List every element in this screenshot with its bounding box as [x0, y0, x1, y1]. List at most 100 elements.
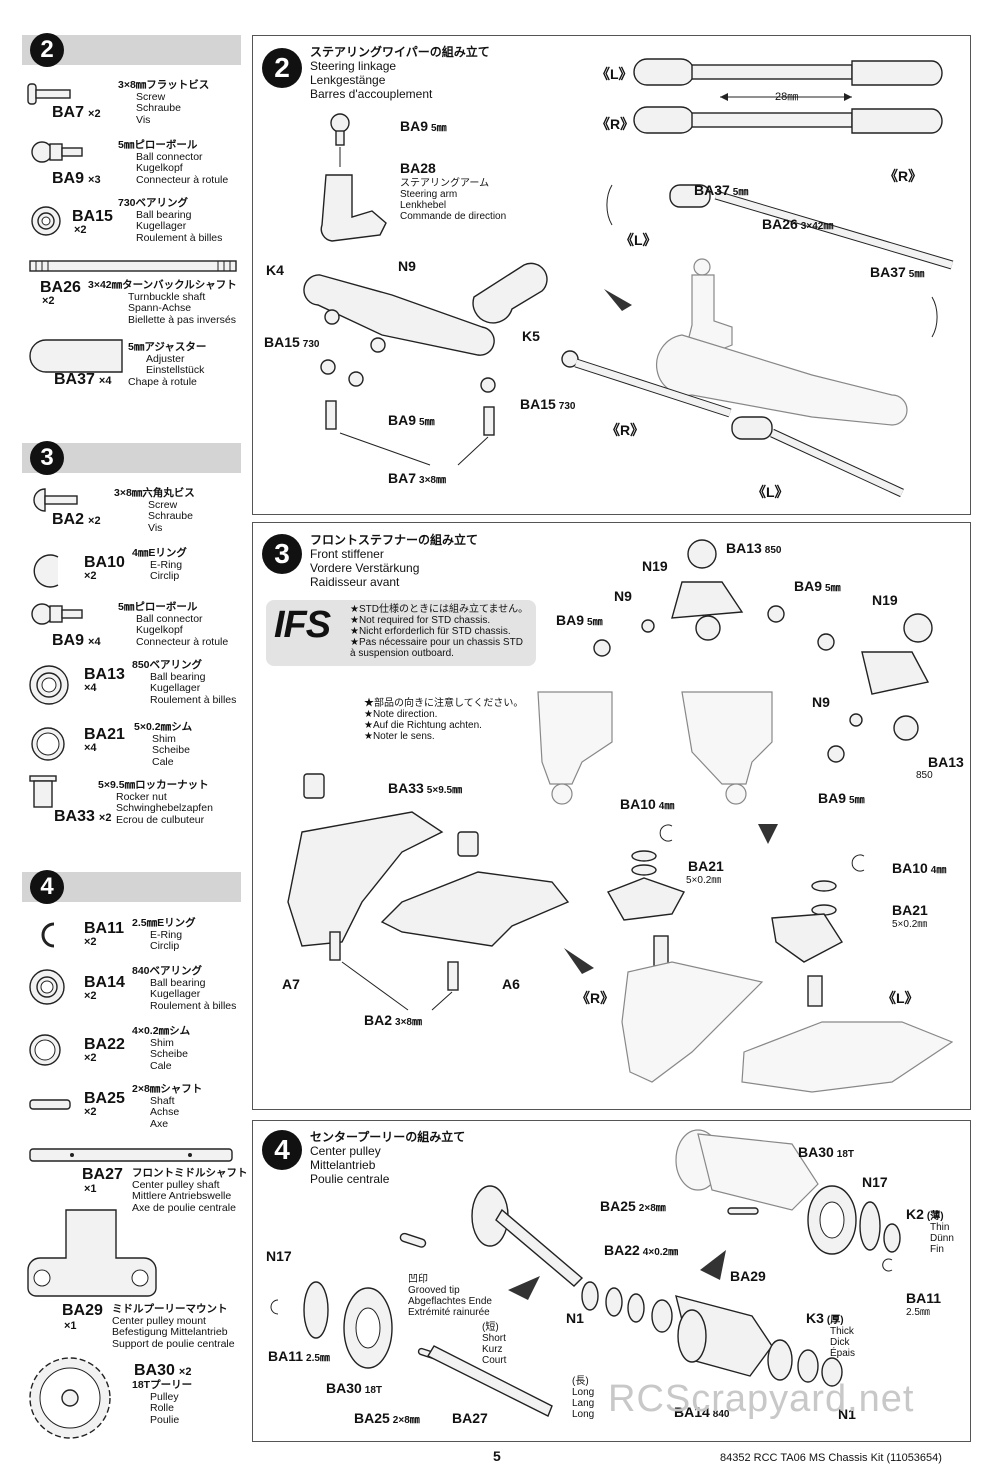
- part-code-ba11: BA11: [84, 920, 125, 937]
- label-n19-b: N19: [872, 592, 898, 608]
- step-number-3: 3: [30, 441, 64, 475]
- label-ba29: BA29: [730, 1268, 766, 1284]
- hex-screw-icon: [33, 488, 78, 512]
- shaft-icon: [29, 1099, 71, 1110]
- center-pulley-shaft-icon: [29, 1148, 233, 1162]
- knuckle-direction-l: [537, 691, 613, 805]
- pulley-mount-icon: [27, 1209, 157, 1297]
- part-qty-ba11: ×2: [84, 936, 97, 948]
- label-ba11-a: BA11: [906, 1290, 942, 1306]
- step-3-number: 3: [262, 534, 302, 574]
- ifs-note-box: [266, 600, 536, 666]
- pulley-18t-icon: [29, 1357, 111, 1439]
- label-k5: K5: [522, 328, 540, 344]
- label-k2: K2(薄): [906, 1206, 944, 1222]
- label-r-mid: 《R》: [884, 168, 923, 184]
- label-l-mid: 《L》: [620, 232, 657, 248]
- label-l: 《L》: [882, 990, 919, 1006]
- label-ba13-b: BA13: [928, 754, 964, 770]
- top-linkage-r: [633, 106, 943, 134]
- steering-assembly-right: [656, 258, 908, 426]
- rotate-arrow-r: [931, 296, 938, 338]
- part-code-ba27: BA27: [82, 1166, 123, 1183]
- arm-k5: [472, 262, 548, 324]
- pulley-left: [270, 1281, 393, 1369]
- linkage-r-upper: [669, 184, 954, 270]
- label-ba11-a-size: 2.5㎜: [906, 1307, 930, 1318]
- linkage-l-lower: [731, 416, 904, 498]
- ball-bearing-icon: [29, 665, 69, 705]
- part-code-ba15: BA15: [72, 208, 113, 225]
- kit-name: 84352 RCC TA06 MS Chassis Kit (11053654): [720, 1452, 942, 1464]
- eringshim-center: [606, 824, 686, 967]
- step-4-number: 4: [262, 1130, 302, 1170]
- stiffener-a7: [287, 811, 444, 947]
- label-ba28: BA28: [400, 160, 436, 176]
- pulley-mount-ba29: [675, 1295, 773, 1377]
- label-ba27: BA27: [452, 1410, 488, 1426]
- stiffener-l-base: [741, 1021, 954, 1093]
- arm-k4: [303, 274, 495, 356]
- n17-right: [859, 1201, 881, 1251]
- stiffener-r-base: [621, 961, 764, 1083]
- ball-connector-icon: [31, 603, 83, 625]
- step-number-2: 2: [30, 33, 64, 67]
- knuckle-top: [671, 539, 744, 641]
- label-l-low: 《L》: [752, 484, 789, 500]
- part-qty-ba15: ×2: [74, 224, 87, 236]
- ifs-note-text: ★STD仕様のときには組み立てません。★Not required for STD…: [350, 604, 529, 659]
- part-code-ba30: BA30×2: [134, 1362, 192, 1379]
- step-2-number: 2: [262, 48, 302, 88]
- shim-icon: [29, 1034, 61, 1066]
- part-qty-ba27: ×1: [84, 1183, 97, 1195]
- screws-ba2: [329, 931, 459, 991]
- pulley-right: [807, 1185, 857, 1255]
- adjuster-icon: [29, 339, 123, 373]
- pulley-shaft-upper: [471, 1185, 584, 1287]
- step-number-4: 4: [30, 870, 64, 904]
- part-code-ba22: BA22: [84, 1036, 125, 1053]
- label-r-low: 《R》: [606, 422, 645, 438]
- ball-bearing-icon: [29, 969, 65, 1005]
- linkage-r-lower: [561, 350, 732, 418]
- label-n9: N9: [398, 258, 416, 274]
- screws-ba7: [325, 400, 495, 436]
- label-n19-a: N19: [642, 558, 668, 574]
- page-number: 5: [493, 1448, 501, 1464]
- part-qty-ba13: ×4: [84, 682, 97, 694]
- e-ring-icon: [41, 922, 55, 948]
- part-qty-ba22: ×2: [84, 1052, 97, 1064]
- label-r-top: 《R》: [596, 116, 635, 132]
- step-2-diagram: [303, 58, 954, 498]
- ball-connector-icon: [31, 141, 83, 163]
- part-code-ba33: BA33×2: [54, 808, 112, 825]
